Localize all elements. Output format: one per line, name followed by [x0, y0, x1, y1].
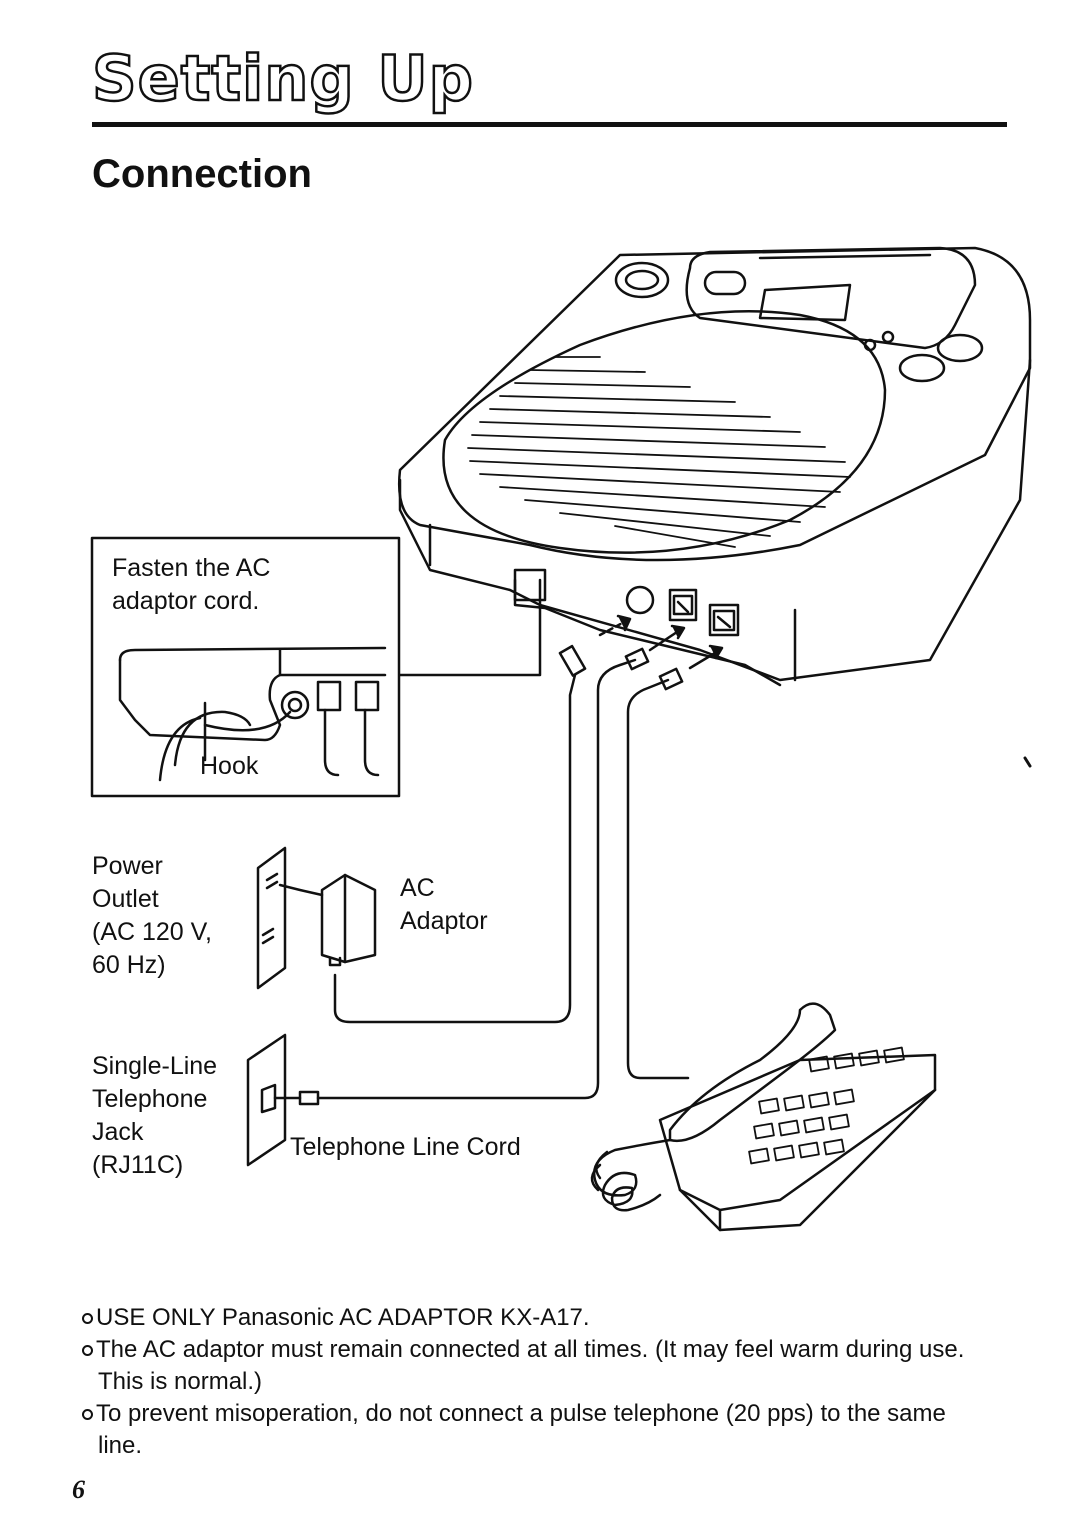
connection-diagram — [90, 246, 1032, 1232]
ac-adaptor-cord — [333, 673, 577, 1024]
telephone-illustration — [590, 1002, 937, 1232]
section-heading: Connection — [92, 152, 312, 196]
telephone-jack-label: Single-Line Telephone Jack (RJ11C) — [92, 1052, 218, 1179]
inset-caption: Fasten the AC adaptor cord. — [112, 554, 271, 615]
page-number: 6 — [72, 1475, 85, 1504]
hook-label: Hook — [200, 752, 259, 780]
note-text: The AC adaptor must remain connected at … — [96, 1336, 965, 1395]
bullet-icon — [82, 1313, 93, 1324]
note-item: The AC adaptor must remain connected at … — [82, 1334, 992, 1398]
phone-cord — [626, 678, 690, 1080]
bullet-icon — [82, 1345, 93, 1356]
ac-adaptor-label: AC Adaptor — [400, 874, 488, 935]
inset-hook-illustration — [118, 646, 387, 782]
notes-list: USE ONLY Panasonic AC ADAPTOR KX-A17. Th… — [82, 1302, 992, 1462]
telephone-jack-illustration — [246, 1033, 320, 1167]
telephone-line-cord-label: Telephone Line Cord — [290, 1133, 521, 1161]
note-text: To prevent misoperation, do not connect … — [96, 1400, 946, 1459]
ac-adaptor-illustration — [278, 873, 377, 967]
note-text: USE ONLY Panasonic AC ADAPTOR KX-A17. — [96, 1304, 590, 1331]
power-outlet-label: Power Outlet (AC 120 V, 60 Hz) — [92, 852, 212, 979]
dc-plug — [558, 644, 587, 677]
bullet-icon — [82, 1409, 93, 1420]
note-item: USE ONLY Panasonic AC ADAPTOR KX-A17. — [82, 1302, 992, 1334]
note-item: To prevent misoperation, do not connect … — [82, 1398, 992, 1462]
inset-box — [90, 536, 401, 798]
power-outlet-illustration — [256, 846, 287, 990]
telephone-line-cord — [316, 658, 637, 1100]
title-rule — [92, 122, 1007, 127]
answering-machine-illustration — [398, 246, 1032, 687]
page-title: Setting Up — [91, 42, 475, 115]
